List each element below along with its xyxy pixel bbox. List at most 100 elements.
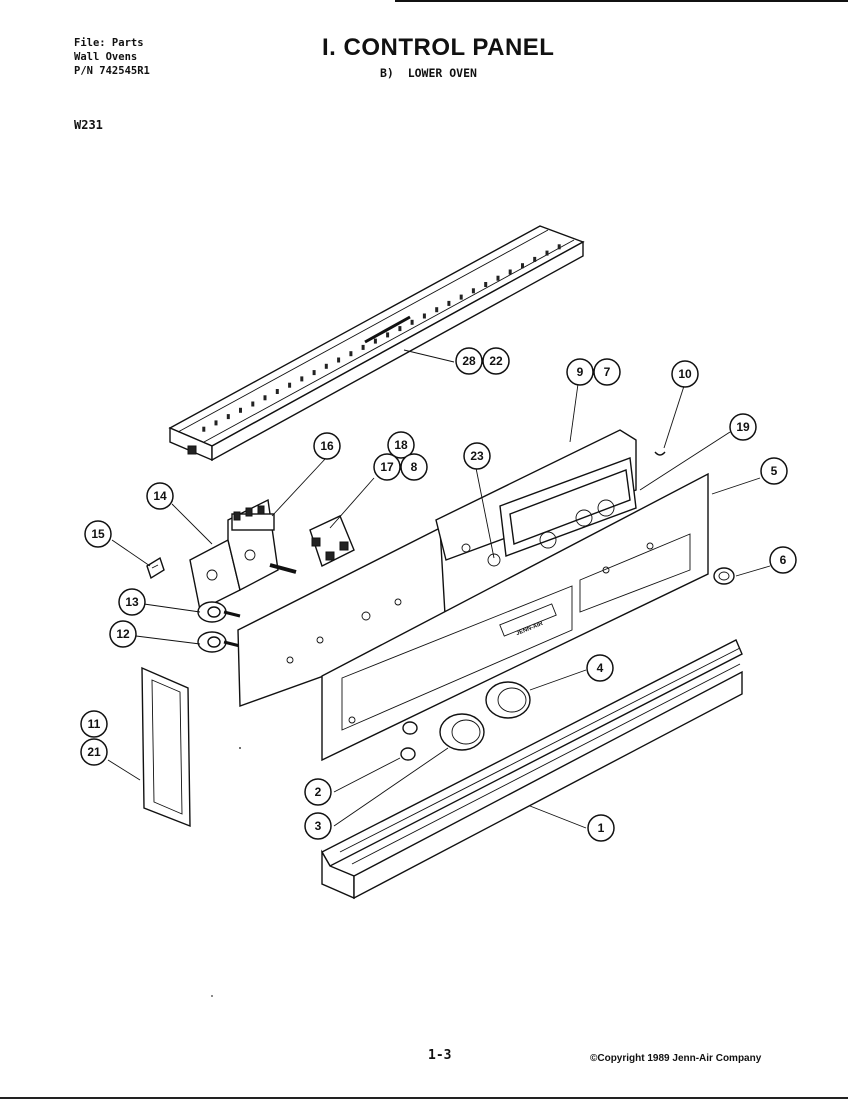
model-number: W231 bbox=[74, 118, 103, 132]
file-info-line-2: Wall Ovens bbox=[74, 51, 138, 63]
svg-text:14: 14 bbox=[153, 489, 167, 503]
clock-assembly bbox=[499, 457, 637, 557]
rail-slot bbox=[410, 319, 414, 325]
control-knob-right bbox=[485, 681, 531, 719]
svg-text:6: 6 bbox=[780, 553, 787, 567]
rail-slot bbox=[422, 313, 426, 319]
svg-text:13: 13 bbox=[125, 595, 139, 609]
rail-slot bbox=[398, 326, 402, 332]
terminal-clip bbox=[146, 556, 165, 580]
callout-18: 18 bbox=[387, 431, 415, 459]
rail-slot bbox=[373, 338, 377, 344]
rail-slot bbox=[447, 300, 451, 306]
callout-16: 16 bbox=[313, 432, 341, 460]
top-rail bbox=[168, 225, 585, 462]
svg-text:5: 5 bbox=[771, 464, 778, 478]
callout-19: 19 bbox=[729, 413, 757, 441]
top-rule bbox=[395, 0, 848, 2]
bottom-rule bbox=[0, 1097, 848, 1099]
svg-text:2: 2 bbox=[315, 785, 322, 799]
rail-slot bbox=[349, 351, 353, 357]
rail-slot bbox=[521, 263, 524, 269]
svg-text:28: 28 bbox=[462, 354, 476, 368]
file-info: File: Parts Wall Ovens P/N 742545R1 bbox=[74, 36, 150, 78]
rail-slot bbox=[557, 244, 561, 250]
control-knob-left bbox=[439, 713, 485, 751]
callout-1: 1 bbox=[587, 814, 615, 842]
callout-7: 7 bbox=[593, 358, 621, 386]
svg-text:23: 23 bbox=[470, 449, 484, 463]
callout-6: 6 bbox=[769, 546, 797, 574]
indicator-lens-upper bbox=[402, 721, 418, 735]
rail-slot bbox=[386, 332, 390, 338]
spring-clip bbox=[654, 451, 666, 456]
rail-slots bbox=[202, 244, 561, 432]
rail-slot bbox=[202, 426, 206, 432]
rail-slot bbox=[275, 389, 279, 394]
rail-slot bbox=[300, 376, 304, 382]
rail-slot bbox=[533, 256, 537, 262]
rail-slot bbox=[263, 395, 267, 401]
callout-2: 2 bbox=[304, 778, 332, 806]
leader-lines bbox=[107, 349, 771, 829]
side-trim bbox=[141, 666, 191, 828]
callout-28: 28 bbox=[455, 347, 483, 375]
rail-slot bbox=[361, 344, 365, 350]
svg-text:9: 9 bbox=[577, 365, 584, 379]
callout-17: 17 bbox=[373, 453, 401, 481]
callout-3: 3 bbox=[304, 812, 332, 840]
svg-text:1: 1 bbox=[598, 821, 605, 835]
callout-15: 15 bbox=[84, 520, 112, 548]
rail-slot bbox=[226, 414, 230, 420]
rail-slot bbox=[288, 382, 292, 388]
rail-slot bbox=[337, 357, 341, 363]
thermostat-switch bbox=[309, 515, 355, 567]
rail-slot bbox=[251, 401, 255, 407]
page-number: 1-3 bbox=[428, 1048, 452, 1063]
callout-23: 23 bbox=[463, 442, 491, 470]
callout-22: 22 bbox=[482, 347, 510, 375]
copyright-notice: ©Copyright 1989 Jenn-Air Company bbox=[590, 1053, 762, 1064]
rail-slot bbox=[239, 407, 242, 413]
scan-speck bbox=[211, 995, 213, 997]
page-subtitle: B) LOWER OVEN bbox=[380, 66, 477, 80]
callout-12: 12 bbox=[109, 620, 137, 648]
lamp-socket-lower bbox=[197, 631, 241, 653]
rail-slot bbox=[496, 275, 500, 281]
callout-8: 8 bbox=[400, 453, 428, 481]
rail-slot bbox=[545, 250, 549, 256]
rail-slot bbox=[312, 370, 316, 376]
svg-text:10: 10 bbox=[678, 367, 692, 381]
callout-5: 5 bbox=[760, 457, 788, 485]
front-control-panel: JENN-AIR bbox=[321, 472, 709, 762]
rail-slot bbox=[508, 269, 512, 275]
svg-text:7: 7 bbox=[604, 365, 611, 379]
callout-4: 4 bbox=[586, 654, 614, 682]
svg-text:17: 17 bbox=[380, 460, 394, 474]
grommet bbox=[713, 567, 735, 585]
callout-14: 14 bbox=[146, 482, 174, 510]
selector-switch bbox=[189, 498, 297, 612]
callout-10: 10 bbox=[671, 360, 699, 388]
svg-text:11: 11 bbox=[88, 717, 101, 731]
page-title: I. CONTROL PANEL bbox=[322, 34, 555, 61]
callout-21: 21 bbox=[80, 738, 108, 766]
lamp-socket-upper bbox=[197, 601, 241, 623]
callout-13: 13 bbox=[118, 588, 146, 616]
rail-slot bbox=[459, 294, 463, 300]
svg-text:3: 3 bbox=[315, 819, 322, 833]
file-info-line-1: File: Parts bbox=[74, 37, 144, 49]
svg-text:15: 15 bbox=[91, 527, 105, 541]
rail-slot bbox=[324, 363, 328, 369]
rail-slot bbox=[214, 420, 218, 426]
svg-text:22: 22 bbox=[489, 354, 503, 368]
rail-slot bbox=[484, 282, 488, 287]
svg-text:19: 19 bbox=[736, 420, 750, 434]
callout-9: 9 bbox=[566, 358, 594, 386]
callout-11: 11 bbox=[80, 710, 108, 738]
svg-text:18: 18 bbox=[394, 438, 408, 452]
svg-text:21: 21 bbox=[87, 745, 101, 759]
svg-text:8: 8 bbox=[411, 460, 418, 474]
